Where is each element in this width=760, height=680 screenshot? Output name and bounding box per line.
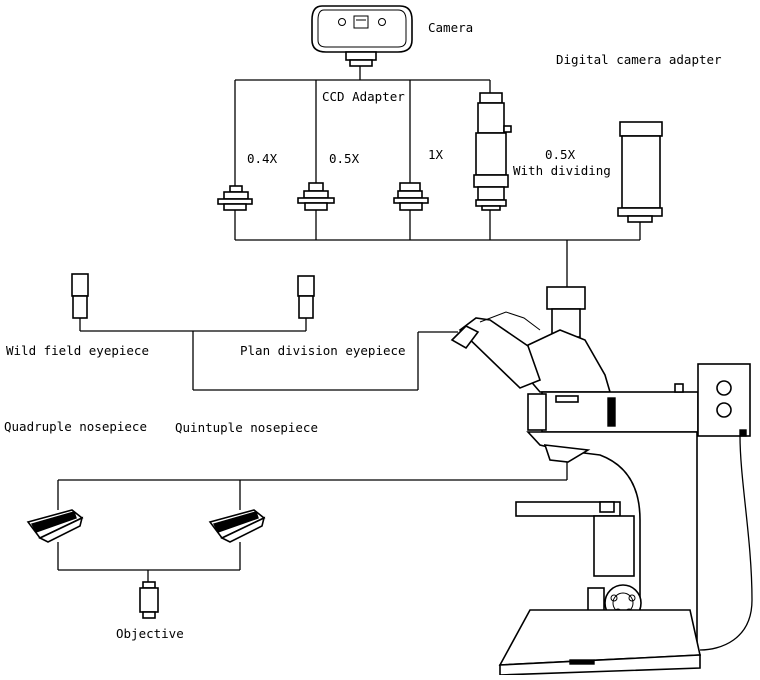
quadruple-nosepiece-label: Quadruple nosepiece <box>4 419 147 434</box>
digital-camera-adapter-label: Digital camera adapter <box>556 52 722 67</box>
with-dividing-label: With dividing <box>513 163 611 178</box>
mag-1x-label: 1X <box>428 147 444 162</box>
quadruple-nosepiece-image <box>26 509 84 543</box>
digital-camera-adapter-image <box>617 121 663 223</box>
objective-image <box>139 581 159 619</box>
adapter-05x-dividing-image <box>473 92 512 211</box>
adapter-05x-image <box>297 182 335 211</box>
microscope-image <box>450 286 753 676</box>
mag-05x-label: 0.5X <box>329 151 360 166</box>
adapter-04x-image <box>217 185 253 211</box>
ccd-adapter-label: CCD Adapter <box>322 89 405 104</box>
connector-lines <box>57 66 641 582</box>
mag-05x-dividing-label: 0.5X <box>545 147 576 162</box>
plan-division-eyepiece-image <box>297 275 315 319</box>
objective-label: Objective <box>116 626 184 641</box>
wild-field-eyepiece-image <box>71 273 89 319</box>
plan-division-eyepiece-label: Plan division eyepiece <box>240 343 406 358</box>
camera-image <box>311 5 413 67</box>
camera-label: Camera <box>428 20 474 35</box>
mag-04x-label: 0.4X <box>247 151 278 166</box>
wild-field-eyepiece-label: Wild field eyepiece <box>6 343 149 358</box>
quintuple-nosepiece-image <box>208 509 266 543</box>
adapter-1x-image <box>393 182 429 211</box>
quintuple-nosepiece-label: Quintuple nosepiece <box>175 420 318 435</box>
